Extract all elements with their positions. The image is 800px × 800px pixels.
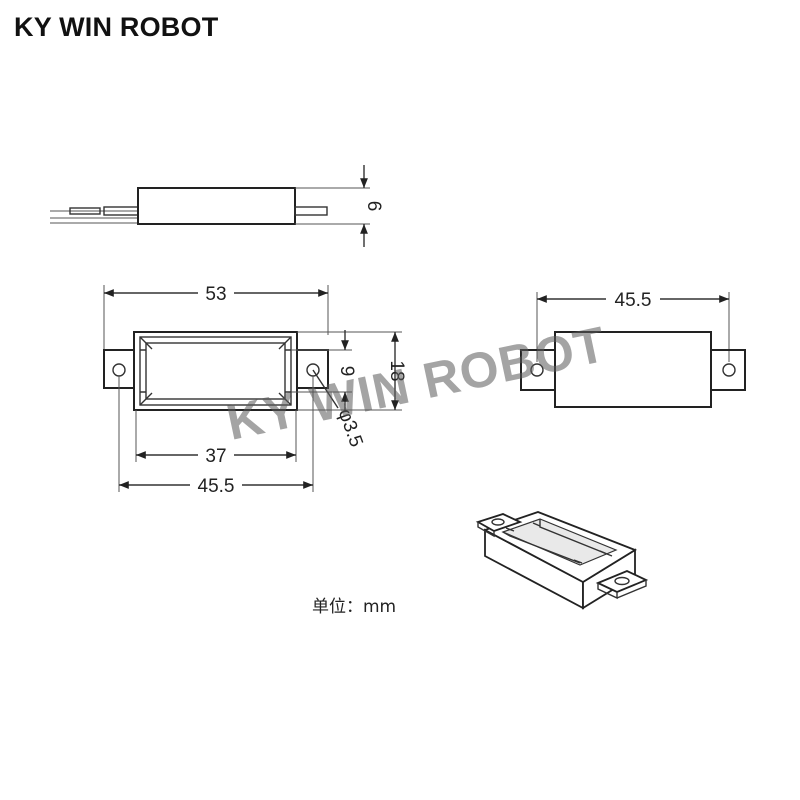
iso-cavity: [501, 518, 618, 566]
right-tab-side: [294, 206, 328, 216]
brand-title: KY WIN ROBOT: [14, 12, 219, 42]
top-body: [133, 331, 298, 411]
iso-right-hole: [614, 576, 630, 586]
back-right-hole: [722, 363, 736, 377]
iso-clips: [505, 522, 608, 564]
label-bg: [198, 282, 234, 302]
hole-spacing-label: 45.5: [198, 476, 235, 497]
iso-left-hole: [491, 518, 505, 526]
top-view: 53 37 45.5: [103, 282, 407, 497]
width-label: 18: [386, 360, 407, 381]
inner-width-label: 9: [336, 366, 357, 377]
side-view: 6: [50, 165, 384, 247]
overall-length-label: 53: [205, 284, 226, 305]
inner-length-label: 37: [205, 446, 226, 467]
back-body: [554, 331, 712, 408]
back-left-hole: [530, 363, 544, 377]
back-right-ear: [710, 349, 746, 391]
back-hole-spacing-label: 45.5: [615, 290, 652, 311]
isometric-view: [475, 511, 649, 610]
side-body: [137, 187, 296, 225]
side-height-label: 6: [363, 201, 384, 212]
label-bg: [198, 444, 234, 464]
back-view: 45.5: [520, 288, 746, 408]
corner-details: [139, 336, 292, 406]
wire-connector: [69, 207, 101, 215]
inner-cavity: [145, 342, 286, 400]
iso-left-ear-edge: [477, 522, 495, 538]
leader-line: [312, 369, 339, 409]
watermark-text: KY WIN ROBOT: [222, 316, 611, 451]
iso-left-ear: [475, 513, 523, 532]
clip-details: [140, 349, 291, 393]
left-mount-hole: [112, 363, 126, 377]
inner-frame: [139, 336, 292, 406]
label-bg: [190, 474, 242, 494]
units-label: 单位：mm: [312, 597, 396, 617]
label-bg: [606, 288, 660, 308]
iso-cavity-rim: [502, 519, 613, 564]
iso-right-ear-edge: [597, 580, 647, 600]
